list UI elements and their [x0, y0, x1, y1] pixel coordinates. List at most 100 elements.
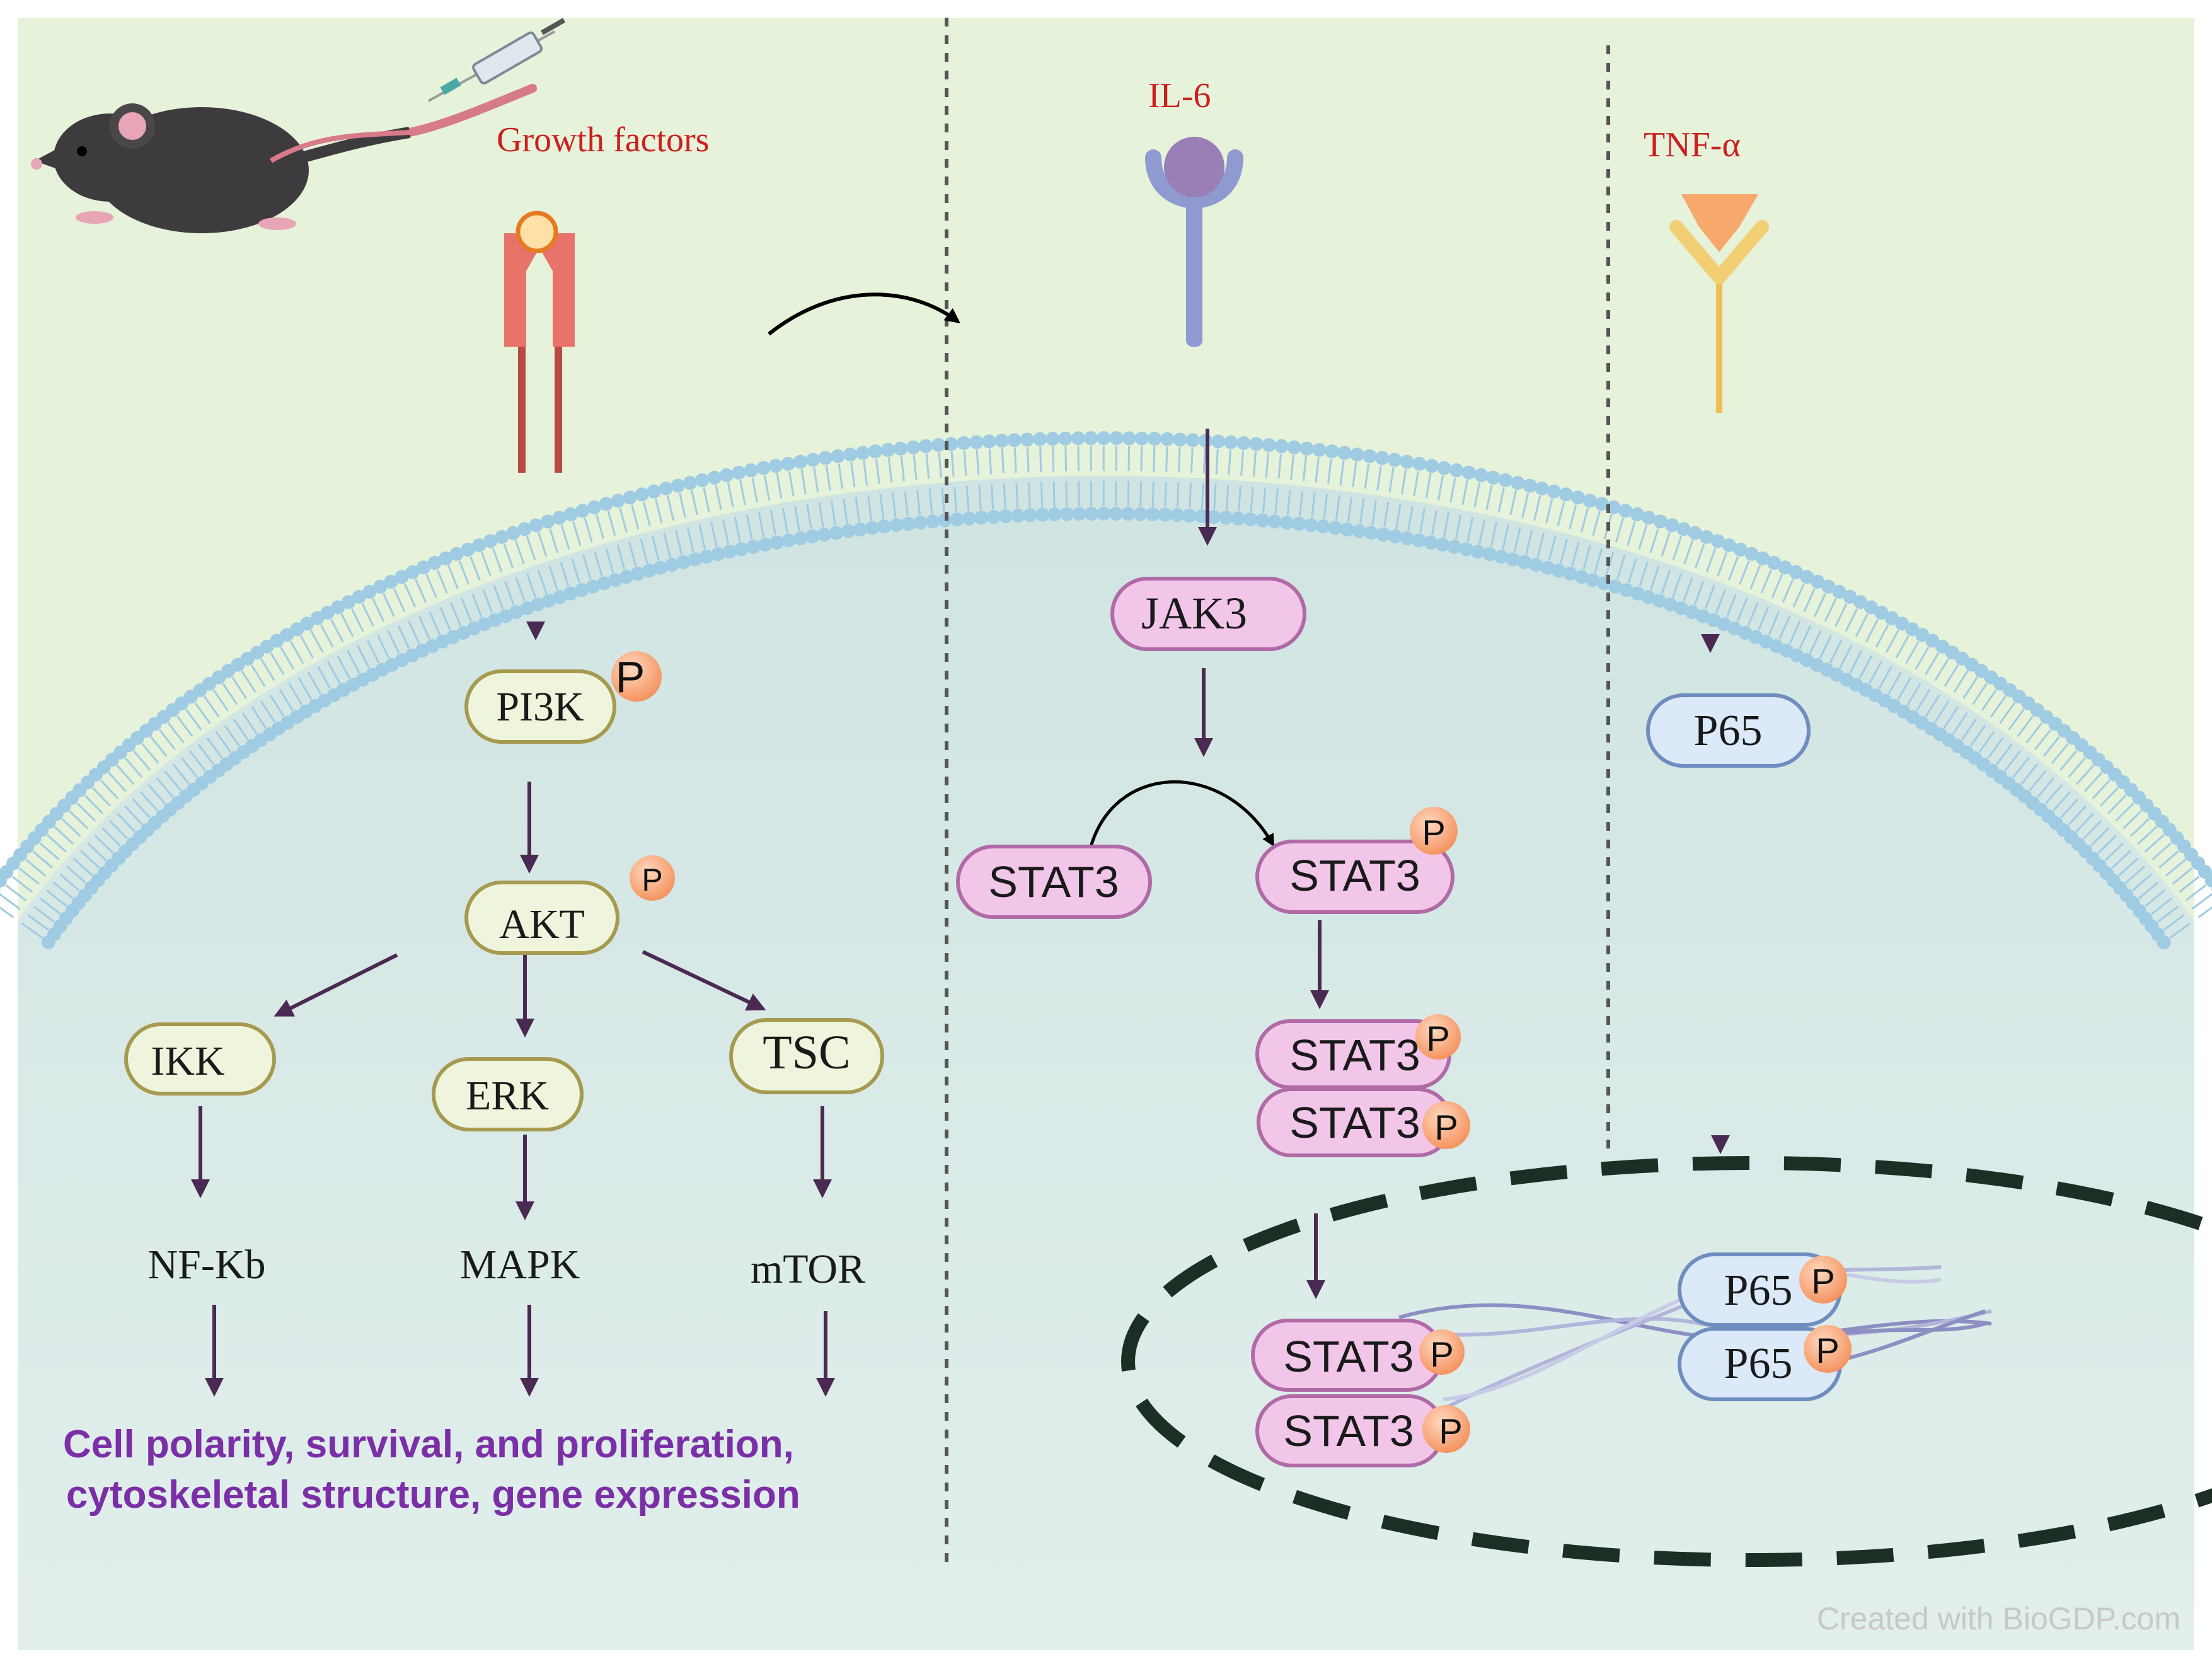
lipid-head	[1097, 431, 1110, 445]
lipid-head	[1033, 432, 1047, 446]
lipid-head	[758, 538, 772, 552]
lipid-head	[611, 494, 625, 507]
lipid-head	[1412, 457, 1426, 471]
node-label: STAT3	[1283, 1406, 1414, 1455]
lipid-head	[957, 436, 971, 450]
lipid-head	[1170, 508, 1184, 522]
lipid-head	[1436, 538, 1449, 552]
lipid-head	[853, 523, 867, 536]
lipid-tail	[1004, 483, 1005, 509]
phospho-label: P	[642, 862, 662, 898]
node-label: ERK	[466, 1073, 549, 1119]
node-tsc: TSC	[731, 1020, 882, 1092]
lipid-head	[708, 471, 722, 485]
lipid-head	[635, 487, 649, 501]
lipid-head	[659, 482, 673, 495]
outcome-text-line1: Cell polarity, survival, and proliferati…	[63, 1423, 794, 1466]
lipid-head	[564, 507, 578, 521]
watermark: Created with BioGDP.com	[1817, 1601, 2180, 1636]
node-label: TSC	[763, 1026, 850, 1079]
lipid-tail	[1040, 447, 1041, 472]
lipid-head	[665, 558, 679, 572]
lipid-head	[623, 490, 637, 504]
lipid-head	[1158, 508, 1172, 522]
lipid-head	[926, 514, 940, 528]
lipid-head	[1134, 507, 1148, 521]
node-erk: ERK	[434, 1059, 582, 1130]
lipid-head	[974, 511, 988, 524]
node-label: STAT3	[1289, 1031, 1420, 1080]
lipid-head	[1085, 507, 1098, 521]
lipid-head	[587, 500, 601, 514]
lipid-head	[1325, 444, 1339, 458]
lipid-head	[1219, 511, 1233, 524]
lipid-head	[781, 533, 795, 547]
node-label: STAT3	[988, 857, 1119, 906]
lipid-head	[1122, 431, 1136, 445]
lipid-head	[1135, 432, 1149, 446]
lipid-head	[683, 476, 697, 490]
lipid-head	[1060, 507, 1074, 521]
lipid-head	[1559, 487, 1573, 501]
lipid-head	[868, 444, 882, 458]
lipid-head	[1268, 514, 1282, 528]
lipid-head	[732, 466, 746, 480]
lipid-head	[1275, 439, 1289, 453]
lipid-head	[1046, 432, 1059, 446]
lipid-head	[1487, 471, 1501, 485]
lipid-head	[1388, 529, 1402, 543]
lipid-head	[1280, 516, 1294, 529]
lipid-head	[1023, 508, 1037, 522]
lipid-head	[720, 468, 734, 482]
lipid-head	[1300, 442, 1314, 456]
phospho-label: P	[1811, 1261, 1835, 1301]
lipid-head	[1375, 451, 1389, 465]
lipid-head	[829, 526, 843, 540]
lipid-head	[1304, 518, 1318, 532]
lipid-head	[881, 443, 895, 457]
lipid-tail	[1015, 448, 1016, 473]
lipid-head	[1400, 531, 1414, 545]
lipid-tail	[1165, 482, 1166, 507]
lipid-head	[1287, 441, 1301, 454]
lipid-head	[841, 524, 855, 538]
lipid-head	[1350, 448, 1364, 461]
lipid-head	[950, 512, 964, 526]
node-label: AKT	[499, 901, 585, 947]
node-mapk: MAPK	[460, 1242, 580, 1288]
lipid-tail	[1079, 481, 1080, 506]
node-pi3k: PI3K	[466, 671, 614, 742]
lipid-tail	[1017, 483, 1018, 508]
node-mtor: mTOR	[751, 1246, 865, 1292]
ligand-label-tnf: TNF-α	[1644, 125, 1741, 165]
lipid-head	[1352, 524, 1366, 538]
phospho-label: P	[1434, 1107, 1458, 1147]
lipid-head	[1535, 482, 1549, 495]
lipid-head	[1474, 468, 1488, 482]
lipid-head	[919, 439, 933, 453]
lipid-tail	[1179, 447, 1180, 472]
lipid-head	[1583, 494, 1597, 507]
lipid-head	[793, 455, 807, 469]
lipid-head	[700, 550, 713, 564]
lipid-head	[1008, 433, 1022, 447]
lipid-head	[677, 555, 691, 569]
node-akt: AKT	[466, 882, 618, 953]
lipid-head	[695, 473, 709, 487]
lipid-head	[969, 436, 983, 449]
lipid-head	[1224, 436, 1238, 449]
lipid-head	[744, 463, 758, 477]
lipid-head	[1571, 490, 1585, 504]
lipid-head	[901, 517, 915, 531]
lipid-head	[1199, 434, 1213, 448]
lipid-head	[914, 516, 928, 529]
node-p65: P65	[1648, 695, 1809, 766]
lipid-head	[1249, 437, 1263, 451]
lipid-head	[877, 519, 891, 533]
phospho-label: P	[1422, 812, 1445, 852]
phospho-label: P	[1430, 1334, 1453, 1374]
lipid-head	[1499, 473, 1512, 487]
lipid-head	[746, 540, 760, 554]
lipid-head	[986, 510, 1000, 524]
lipid-tail	[1002, 448, 1003, 473]
